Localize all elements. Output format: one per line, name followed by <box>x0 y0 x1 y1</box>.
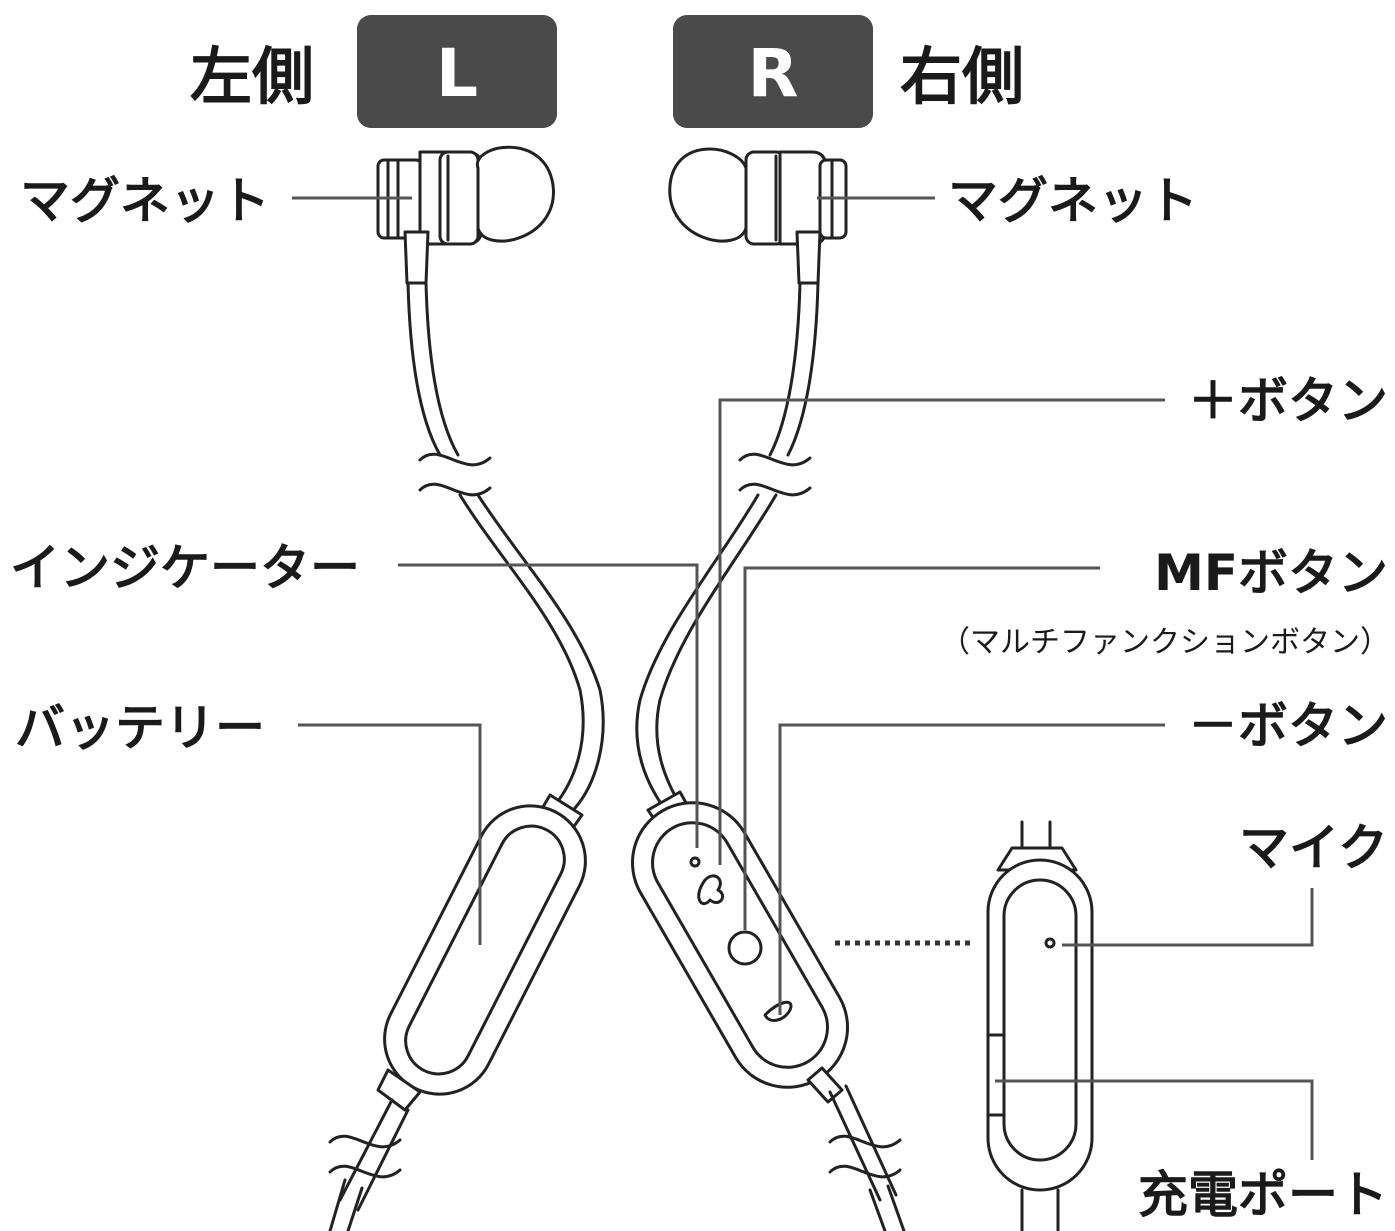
mic-label: マイク <box>1239 819 1388 877</box>
left-cable <box>406 281 605 810</box>
plus-button-label: ＋ボタン <box>1188 372 1388 430</box>
magnet-left-label: マグネット <box>20 172 270 230</box>
charge-port-leader <box>995 1079 1314 1160</box>
right-cable <box>635 281 820 810</box>
left-earbud <box>376 145 555 285</box>
plus-button-leader <box>718 398 1165 865</box>
right-earbud <box>668 147 848 285</box>
magnet-right-label: マグネット <box>948 172 1198 230</box>
battery-label: バッテリー <box>15 699 265 757</box>
mf-button-note: （マルチファンクションボタン） <box>940 625 1390 660</box>
minus-button-leader <box>778 723 1165 1015</box>
right-badge-text: R <box>748 35 799 112</box>
mf-button-leader <box>743 566 1100 930</box>
charge-port-label: 充電ポート <box>1138 1166 1388 1224</box>
indicator-label: インジケーター <box>10 539 360 597</box>
mic-hole-icon <box>1044 937 1056 949</box>
left-battery-module <box>328 793 587 1231</box>
minus-button-label: －ボタン <box>1188 697 1388 755</box>
battery-leader <box>298 723 482 945</box>
left-badge-text: L <box>436 35 478 112</box>
indicator-leader <box>398 563 699 848</box>
mf-button-icon <box>727 930 763 966</box>
mic-leader <box>1062 888 1314 947</box>
left-side-label: 左側 <box>190 40 314 113</box>
mf-button-label: MFボタン <box>1154 544 1388 602</box>
indicator-light-icon <box>689 856 701 868</box>
right-remote-module <box>631 790 906 1231</box>
plus-button-icon <box>697 874 724 906</box>
right-side-label: 右側 <box>900 40 1024 113</box>
left-badge: L <box>357 15 557 128</box>
remote-side-view <box>986 820 1094 1231</box>
minus-button-icon <box>763 1000 793 1022</box>
right-badge: R <box>673 15 873 128</box>
